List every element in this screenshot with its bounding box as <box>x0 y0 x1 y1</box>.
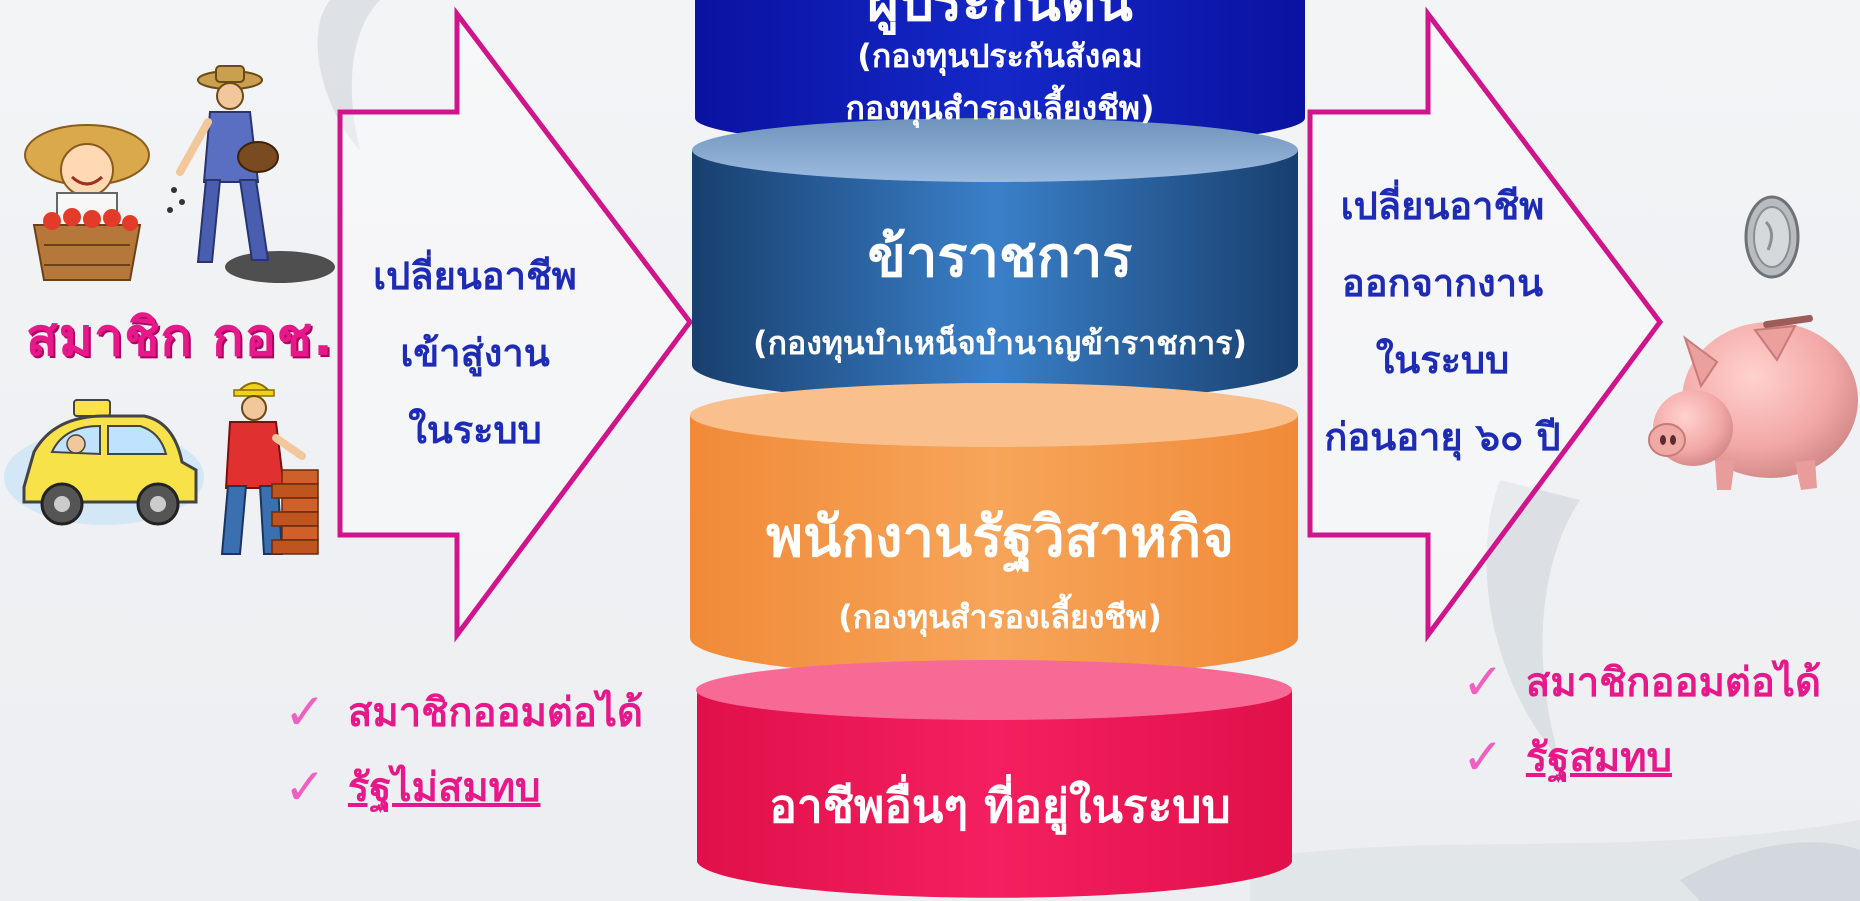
check-icon: ✓ <box>1462 728 1504 786</box>
right-arrow-line: เปลี่ยนอาชีพ <box>1340 184 1545 228</box>
cylinder-other <box>696 660 1292 898</box>
left-bullet-text: สมาชิกออมต่อได้ <box>347 690 644 736</box>
coin-icon <box>1744 195 1800 279</box>
right-bullet-text: สมาชิกออมต่อได้ <box>1525 660 1822 706</box>
left-bullet-1: ✓ สมาชิกออมต่อได้ <box>284 680 643 744</box>
cylinder-state-title: พนักงานรัฐวิสาหกิจ <box>766 505 1234 570</box>
piggy-bank-icon <box>1648 314 1858 490</box>
cylinder-state-subtitle: (กองทุนสำรองเลี้ยงชีพ) <box>838 598 1162 636</box>
worker-icon <box>167 65 335 283</box>
right-bullet-2: ✓ รัฐสมทบ <box>1462 725 1672 789</box>
cylinder-top-subtitle-line: กองทุนสำรองเลี้ยงชีพ) <box>845 89 1155 127</box>
farmer-icon <box>24 124 150 281</box>
left-arrow-shape <box>337 6 694 643</box>
left-bullet-2: ✓ รัฐไม่สมทบ <box>284 755 540 819</box>
cylinder-top-subtitle: (กองทุนประกันสังคม กองทุนสำรองเลี้ยงชีพ) <box>690 30 1310 134</box>
taxi-icon <box>4 399 204 526</box>
cylinder-top-title: ผู้ประกันตน <box>867 0 1133 33</box>
cylinder-stack <box>690 0 1305 898</box>
right-arrow-line: ก่อนอายุ ๖๐ ปี <box>1324 415 1561 459</box>
right-arrow-line: ในระบบ <box>1375 338 1510 382</box>
right-bullet-1: ✓ สมาชิกออมต่อได้ <box>1462 650 1821 714</box>
cylinder-civil-subtitle: (กองทุนบำเหน็จบำนาญข้าราชการ) <box>752 324 1247 362</box>
left-arrow-line: ในระบบ <box>408 408 542 452</box>
check-icon: ✓ <box>1462 653 1504 711</box>
member-group-label: สมาชิก กอช. <box>26 308 334 368</box>
cylinder-civil-title: ข้าราชการ <box>867 225 1133 290</box>
cylinder-state <box>690 383 1298 678</box>
right-arrow-text: เปลี่ยนอาชีพ ออกจากงาน ในระบบ ก่อนอายุ ๖… <box>1300 168 1585 476</box>
left-bullet-text: รัฐไม่สมทบ <box>347 765 541 811</box>
cylinder-civil <box>692 118 1298 403</box>
left-arrow-text: เปลี่ยนอาชีพ เข้าสู่งาน ในระบบ <box>355 238 595 469</box>
cylinder-top-subtitle-line: (กองทุนประกันสังคม <box>857 37 1143 75</box>
left-arrow-line: เปลี่ยนอาชีพ <box>373 254 577 298</box>
right-arrow-line: ออกจากงาน <box>1341 261 1544 305</box>
bricklayer-icon <box>220 382 319 555</box>
cylinder-top <box>695 0 1305 148</box>
check-icon: ✓ <box>284 683 326 741</box>
cylinder-other-title: อาชีพอื่นๆ ที่อยู่ในระบบ <box>769 779 1231 833</box>
check-icon: ✓ <box>284 758 326 816</box>
left-arrow-line: เข้าสู่งาน <box>400 331 550 375</box>
right-arrow-shape <box>1307 6 1664 643</box>
right-bullet-text: รัฐสมทบ <box>1525 735 1672 781</box>
